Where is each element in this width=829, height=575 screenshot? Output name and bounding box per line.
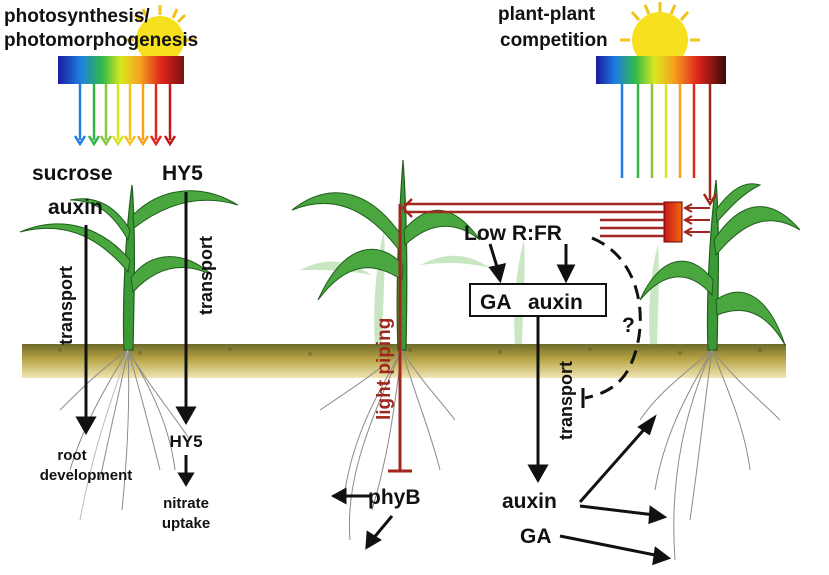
box-auxin-label: auxin <box>528 291 583 314</box>
question-mark: ? <box>622 314 635 337</box>
right-signaling-arrows <box>330 243 672 566</box>
target-nitrate-line1: nitrate <box>163 495 209 512</box>
far-red-signal-lines <box>401 198 664 238</box>
roots-right <box>639 349 781 561</box>
right-title-line2: competition <box>500 30 608 51</box>
spectrum-bar-right <box>596 56 726 84</box>
signal-sucrose: sucrose <box>32 162 113 185</box>
light-piping-line <box>388 204 412 473</box>
light-rays-right <box>620 84 718 207</box>
sun-left-icon <box>124 5 196 64</box>
spectrum-bar-left <box>58 56 184 84</box>
soil-texture <box>58 347 762 356</box>
out-auxin-label: auxin <box>502 490 557 513</box>
transport-label-left: transport <box>56 266 76 345</box>
target-nitrate-line2: uptake <box>162 515 210 532</box>
low-rfr-label: Low R:FR <box>464 222 562 245</box>
ga-auxin-box <box>469 283 607 317</box>
plant-left <box>19 184 239 351</box>
right-title-line1: plant-plant <box>498 4 596 25</box>
box-ga-label: GA <box>480 291 512 314</box>
transport-label-center: transport <box>556 361 576 440</box>
phyb-label: phyB <box>368 486 421 509</box>
background-plants <box>300 230 659 345</box>
out-ga-label: GA <box>520 525 552 548</box>
rfr-incoming-arrows <box>682 203 710 237</box>
target-root-line2: development <box>40 467 133 484</box>
sun-right-icon <box>620 2 700 68</box>
signal-hy5: HY5 <box>162 162 203 185</box>
plant-right <box>639 179 801 351</box>
roots-left <box>59 349 191 521</box>
left-title-line2: photomorphogenesis <box>4 30 198 51</box>
target-hy5: HY5 <box>169 432 202 451</box>
light-piping-label: light piping <box>374 318 395 420</box>
transport-label-right: transport <box>196 236 216 315</box>
left-transport-arrows <box>75 192 197 487</box>
dashed-inhibition-curve <box>584 236 642 400</box>
rfr-ratio-block <box>663 201 683 243</box>
left-title-line1: photosynthesis/ <box>4 6 150 27</box>
signal-auxin: auxin <box>48 196 103 219</box>
light-rays-left <box>73 84 177 147</box>
target-root-line1: root <box>57 447 86 464</box>
